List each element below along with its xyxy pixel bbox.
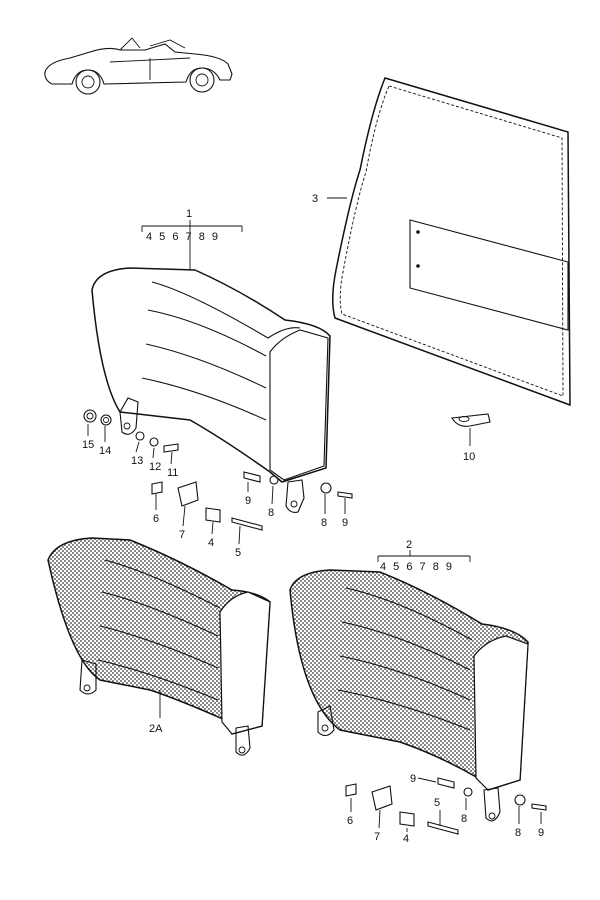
callout-1: 1 [186,208,192,220]
callout-13: 13 [131,455,143,467]
callout-15: 15 [82,439,94,451]
callouts-bottom: 9 5 8 8 9 6 7 4 [347,773,544,845]
callout-12: 12 [149,461,161,473]
callout-2: 2 [406,539,412,551]
parts-top [83,409,353,531]
callout-8-a: 8 [268,507,274,519]
seat-back-2 [289,569,529,822]
rear-panel-3 [327,77,571,407]
leader-lines-bottom [350,777,542,832]
callout-9-bottom-b: 9 [538,827,544,839]
callout-bracket-2 [377,550,471,562]
callout-7: 7 [179,529,185,541]
callout-8-bottom-a: 8 [461,813,467,825]
bracket-10 [451,413,491,446]
callout-3: 3 [312,193,318,205]
callout-9-a: 9 [245,495,251,507]
callout-6-bottom: 6 [347,815,353,827]
parts-bottom [345,777,547,835]
callout-5-bottom: 5 [434,797,440,809]
car-illustration [44,37,233,95]
callout-4-bottom: 4 [403,833,409,845]
callout-9-b: 9 [342,517,348,529]
callout-2A: 2A [149,723,163,735]
callout-9-bottom-a: 9 [410,773,416,785]
callout-4: 4 [208,537,214,549]
callout-10: 10 [463,451,475,463]
callout-6: 6 [153,513,159,525]
callout-5: 5 [235,547,241,559]
callout-8-b: 8 [321,517,327,529]
seat-back-2A [47,537,271,756]
callout-14: 14 [99,445,111,457]
seat-back-1 [91,267,331,513]
callout-1-list: 4 5 6 7 8 9 [146,231,220,243]
leader-lines-top [87,424,346,545]
callouts-top: 15 14 13 12 11 9 8 8 9 6 7 4 5 [82,439,348,559]
callout-bracket-1 [141,220,243,276]
callout-8-bottom-b: 8 [515,827,521,839]
callout-2-list: 4 5 6 7 8 9 [380,561,454,573]
callout-7-bottom: 7 [374,831,380,843]
callout-11: 11 [167,467,178,479]
